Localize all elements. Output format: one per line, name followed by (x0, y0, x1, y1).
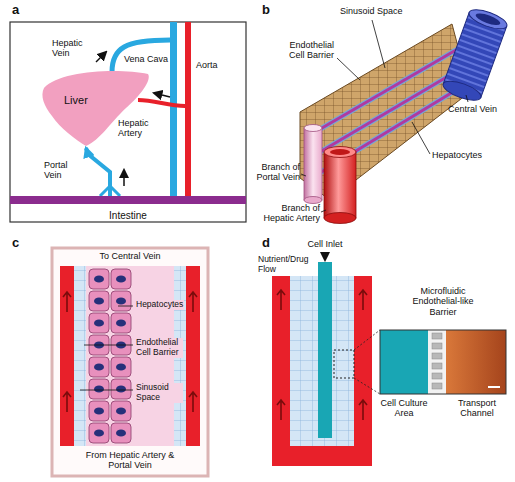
flow-arrow (96, 52, 106, 62)
callout-label: Endothelial Cell Barrier (282, 40, 334, 61)
vena-cava (170, 22, 177, 196)
aorta (185, 22, 191, 196)
vessel-label: Vena Cava (122, 54, 168, 64)
vessel-label: Hepatic Vein (52, 38, 92, 59)
intestine-band: Intestine (10, 196, 246, 223)
callout-label: Transport Channel (448, 398, 506, 419)
flow-label: From Hepatic Artery & Portal Vein (80, 450, 180, 471)
scale-bar (488, 386, 500, 388)
panel-b (300, 6, 509, 224)
panel-letter: b (262, 3, 282, 18)
portal-vein (86, 148, 110, 196)
callout-label: Microfluidic Endothelial-like Barrier (404, 286, 482, 317)
panel-letter: d (262, 236, 282, 251)
inlet-arrow (324, 252, 326, 260)
node-text: Intestine (109, 210, 147, 222)
flow-arrows (277, 290, 367, 420)
micrograph-inset (380, 330, 506, 394)
panel-frame (52, 248, 208, 476)
callout-label: Hepatocytes (135, 300, 184, 310)
callout-label: Sinusoid Space (340, 6, 420, 16)
flow-arrow (123, 170, 125, 186)
hepatic-artery (138, 100, 185, 106)
portal-vein-branch (304, 125, 322, 204)
hepatic-vein (112, 40, 170, 72)
callout-label: Branch of Hepatic Artery (256, 203, 320, 224)
blood-channel (60, 266, 74, 446)
hepatic-artery-branch (324, 147, 356, 224)
callout-label: Central Vein (448, 104, 510, 114)
vessel-label: Hepatic Artery (118, 118, 166, 139)
blood-channel (186, 266, 200, 446)
callout-label: Branch of Portal Vein (250, 162, 300, 183)
panel-c (52, 248, 208, 476)
callout-label: Cell Culture Area (377, 398, 431, 419)
flow-arrows (63, 292, 197, 412)
inlet-label: Cell Inlet (295, 239, 355, 249)
callout-label: Hepatocytes (432, 150, 494, 160)
panel-letter: a (12, 3, 32, 18)
flow-label: Nutrient/Drug Flow (258, 255, 316, 275)
panel-a (10, 22, 246, 222)
vessel-label: Aorta (196, 60, 240, 70)
zoom-lines (354, 330, 380, 394)
liver-shape (42, 71, 148, 146)
sinusoid-strip (74, 266, 86, 446)
flow-arrow (154, 93, 170, 97)
vessel-label: Portal Vein (44, 160, 84, 181)
zoom-box (334, 350, 354, 378)
node-text: Liver (64, 94, 88, 107)
panel-frame (10, 22, 246, 222)
panel-letter: c (12, 236, 32, 251)
callout-label: Endothelial Cell Barrier (135, 338, 183, 358)
intestine-shape (10, 196, 246, 204)
cell-channel (318, 262, 332, 438)
leader-lines (80, 306, 133, 390)
central-vein (441, 6, 509, 104)
hepatocyte-cells (88, 268, 132, 444)
panel-d (272, 252, 506, 466)
callout-label: Sinusoid Space (135, 383, 183, 403)
flow-label: To Central Vein (70, 251, 190, 261)
liver-shape (40, 68, 152, 148)
liver-organ: Liver (40, 68, 152, 148)
intestine-shape (10, 196, 246, 204)
